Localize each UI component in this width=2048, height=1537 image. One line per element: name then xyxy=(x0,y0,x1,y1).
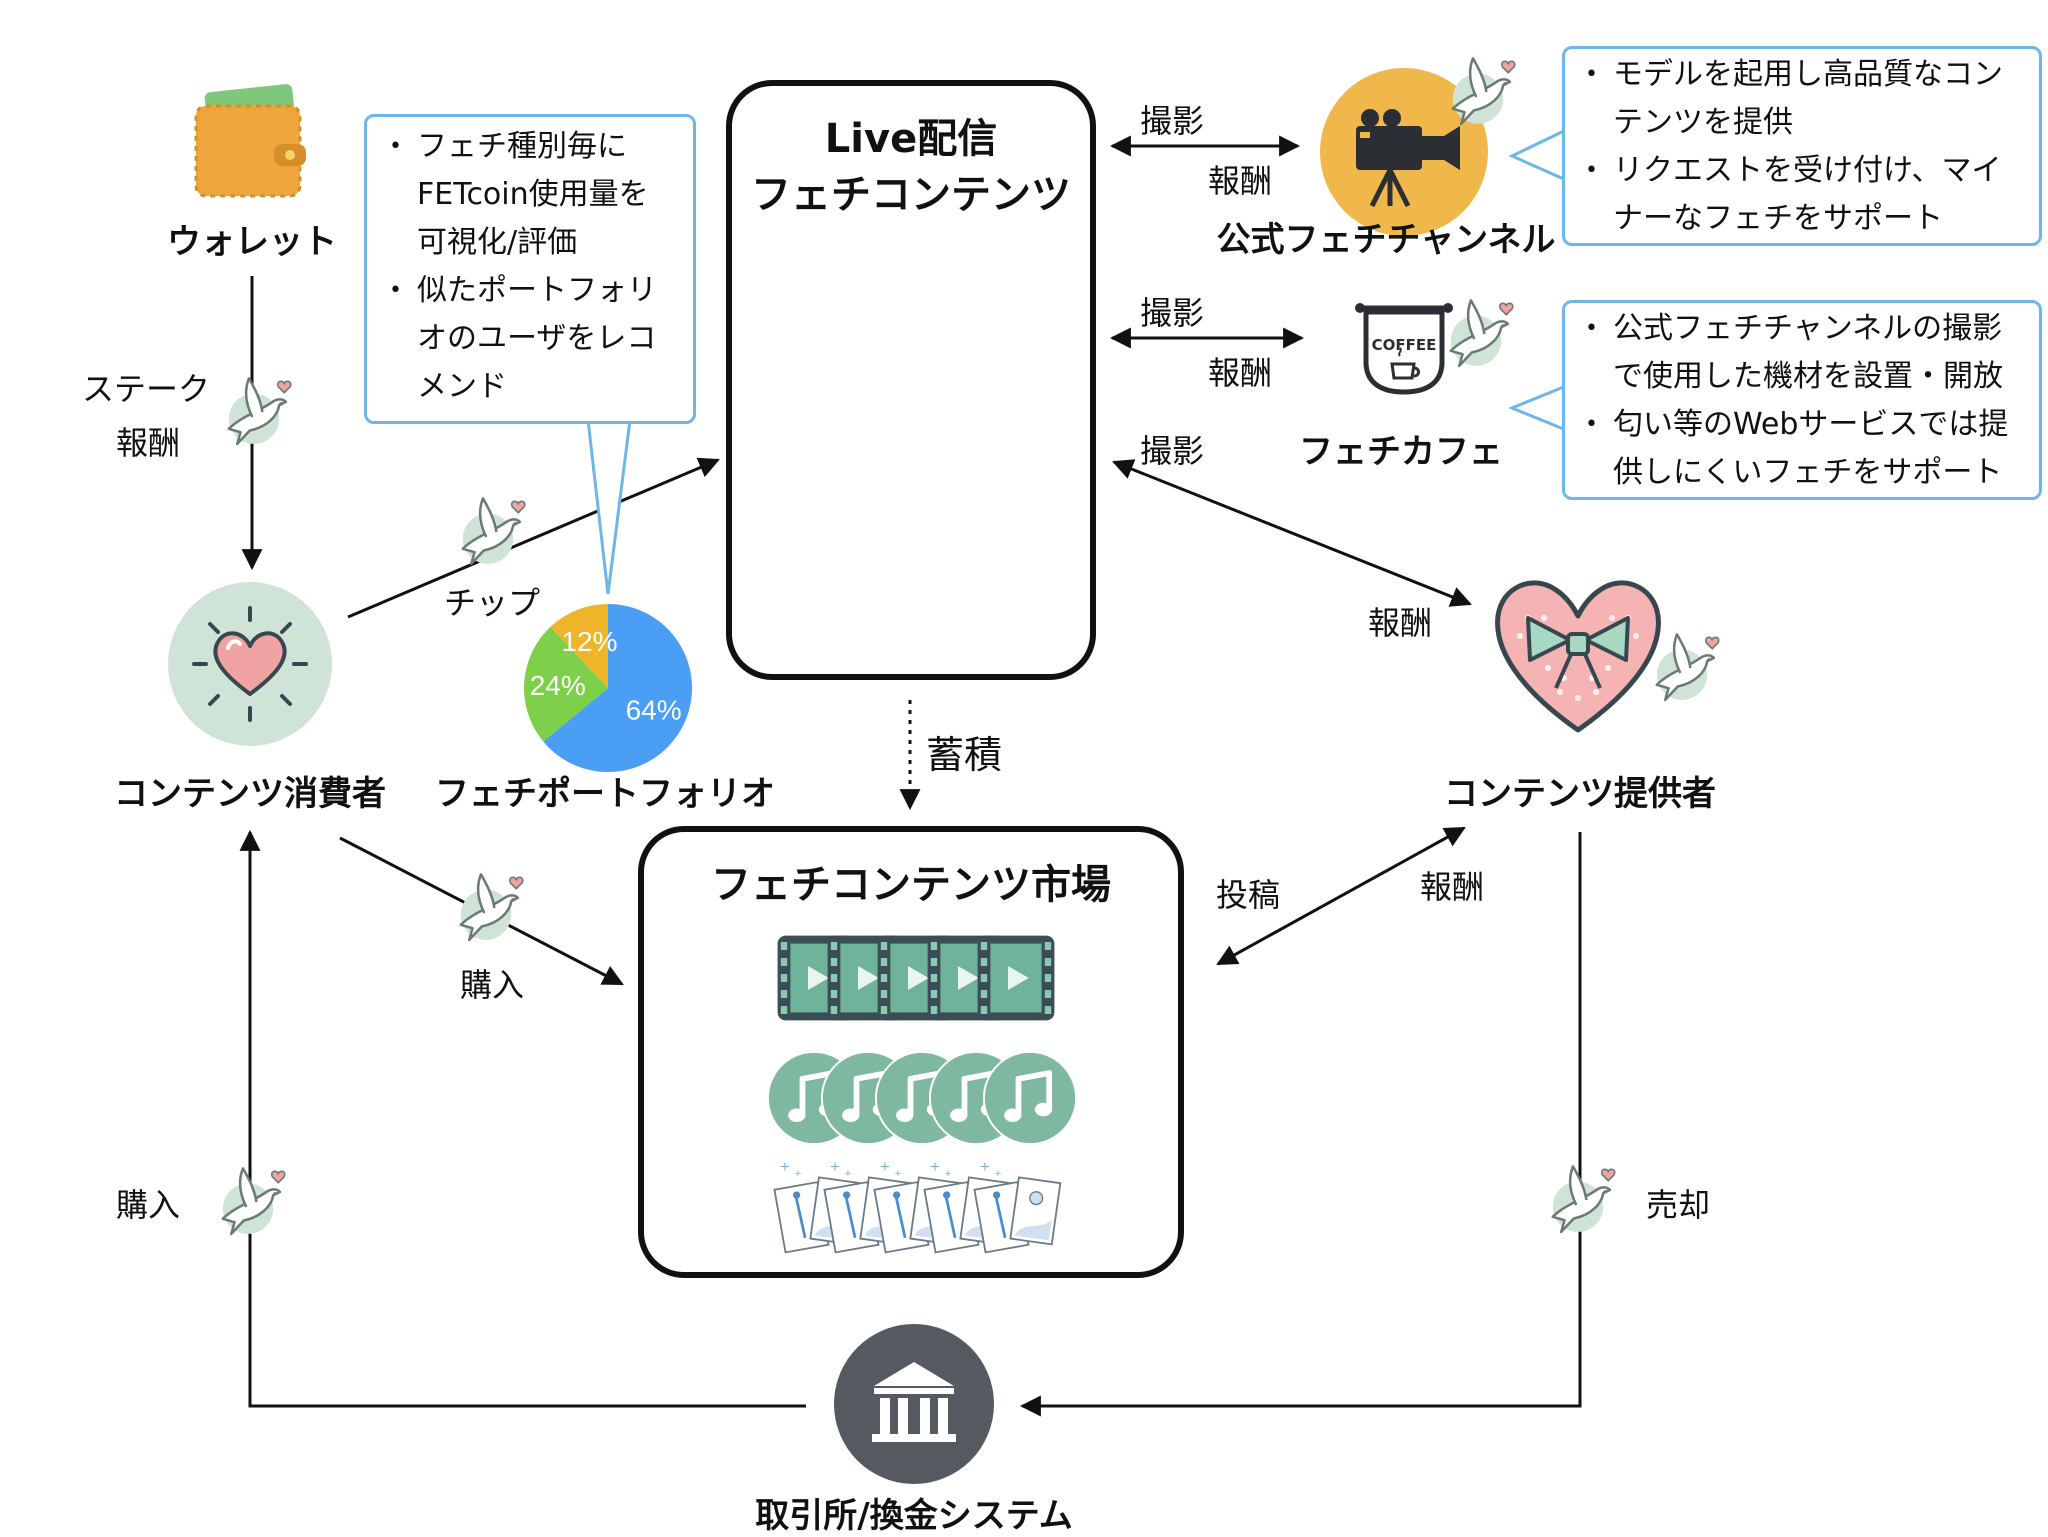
official-bubble-item: モデルを起用し高品質なコン テンツを提供 xyxy=(1573,51,2031,147)
portfolio-pie-chart: 64% 24% 12% xyxy=(524,604,692,772)
fetch-cafe-label: フェチカフェ xyxy=(1299,432,1503,472)
edge-label-shoot-3: 撮影 xyxy=(1140,432,1205,470)
portfolio-label: フェチポートフォリオ xyxy=(435,774,775,814)
dove-icon xyxy=(1551,1165,1616,1234)
cafe-bubble-item: 匂い等のWebサービスでは提 供しにくいフェチをサポート xyxy=(1573,401,2031,497)
edge-provider-exchange xyxy=(1019,832,1582,1417)
official-bubble: モデルを起用し高品質なコン テンツを提供 リクエストを受け付け、マイ ナーなフェ… xyxy=(1562,46,2042,246)
edge-label-reward-1: 報酬 xyxy=(1208,162,1273,200)
coffee-sign-text: COFFEE xyxy=(1372,336,1437,354)
market-box-title: フェチコンテンツ市場 xyxy=(711,862,1111,908)
edge-label-reward-3: 報酬 xyxy=(1368,604,1433,642)
provider-label: コンテンツ提供者 xyxy=(1444,774,1716,814)
edge-label-tip: チップ xyxy=(444,584,541,622)
dove-icon xyxy=(221,1167,286,1236)
edge-label-sell: 売却 xyxy=(1646,1186,1711,1224)
portfolio-bubble-item: 似たポートフォリ オのユーザをレコ メンド xyxy=(377,267,683,411)
pie-slice-label: 24% xyxy=(530,670,586,701)
edge-label-stake: ステーク xyxy=(82,370,211,408)
live-box-title-line2: フェチコンテンツ xyxy=(751,172,1071,218)
official-channel-label: 公式フェチチャンネル xyxy=(1216,220,1556,260)
bubble-tail-cafe xyxy=(1508,384,1567,432)
edge-live-provider xyxy=(1112,459,1472,607)
pie-slice xyxy=(543,604,692,772)
live-box-title-line1: Live配信 xyxy=(824,116,998,162)
edge-label-shoot-2: 撮影 xyxy=(1140,294,1205,332)
bubble-tail-official xyxy=(1508,128,1567,182)
live-content-box: Live配信 フェチコンテンツ xyxy=(726,80,1096,680)
edge-label-shoot-1: 撮影 xyxy=(1140,102,1205,140)
edge-exchange-consumer xyxy=(239,829,806,1408)
pie-slice xyxy=(524,626,608,742)
exchange-label: 取引所/換金システム xyxy=(755,1496,1073,1536)
pie-slice xyxy=(550,604,608,688)
edge-label-reward-2: 報酬 xyxy=(1208,354,1273,392)
cafe-bubble: 公式フェチチャンネルの撮影 で使用した機材を設置・開放 匂い等のWebサービスで… xyxy=(1562,300,2042,500)
wallet-icon xyxy=(194,84,306,198)
edge-label-stake-reward: 報酬 xyxy=(116,424,181,462)
bank-icon xyxy=(834,1324,994,1484)
camera-icon xyxy=(1320,68,1488,236)
portfolio-bubble: フェチ種別毎に FETcoin使用量を 可視化/評価 似たポートフォリ オのユー… xyxy=(364,114,696,424)
pie-slice-label: 12% xyxy=(561,626,617,657)
edge-label-post-reward: 報酬 xyxy=(1420,868,1485,906)
heart-sun-icon xyxy=(168,582,332,746)
dove-icon xyxy=(1451,57,1516,126)
dove-icon xyxy=(1449,299,1514,368)
coffee-sign-icon: COFFEE xyxy=(1355,303,1453,395)
market-box: フェチコンテンツ市場 xyxy=(638,826,1184,1278)
consumer-label: コンテンツ消費者 xyxy=(114,774,386,814)
dove-icon xyxy=(227,377,292,446)
gift-heart-icon xyxy=(1495,580,1661,733)
edge-tip xyxy=(347,457,720,619)
cafe-bubble-item: 公式フェチチャンネルの撮影 で使用した機材を設置・開放 xyxy=(1573,305,2031,401)
portfolio-bubble-item: フェチ種別毎に FETcoin使用量を 可視化/評価 xyxy=(377,123,683,267)
edge-label-post: 投稿 xyxy=(1216,876,1281,914)
dove-icon xyxy=(459,873,524,942)
edge-provider-market xyxy=(1216,826,1466,966)
edge-label-buy-market: 購入 xyxy=(460,966,525,1004)
pie-slice-label: 64% xyxy=(626,694,682,725)
wallet-label: ウォレット xyxy=(167,222,337,262)
dove-icon xyxy=(461,497,526,566)
edge-label-accumulate: 蓄積 xyxy=(926,733,1003,777)
dove-icon xyxy=(1655,633,1720,702)
official-bubble-item: リクエストを受け付け、マイ ナーなフェチをサポート xyxy=(1573,147,2031,243)
edge-label-buy-exchange: 購入 xyxy=(116,1186,181,1224)
bubble-tail-portfolio xyxy=(586,419,632,595)
